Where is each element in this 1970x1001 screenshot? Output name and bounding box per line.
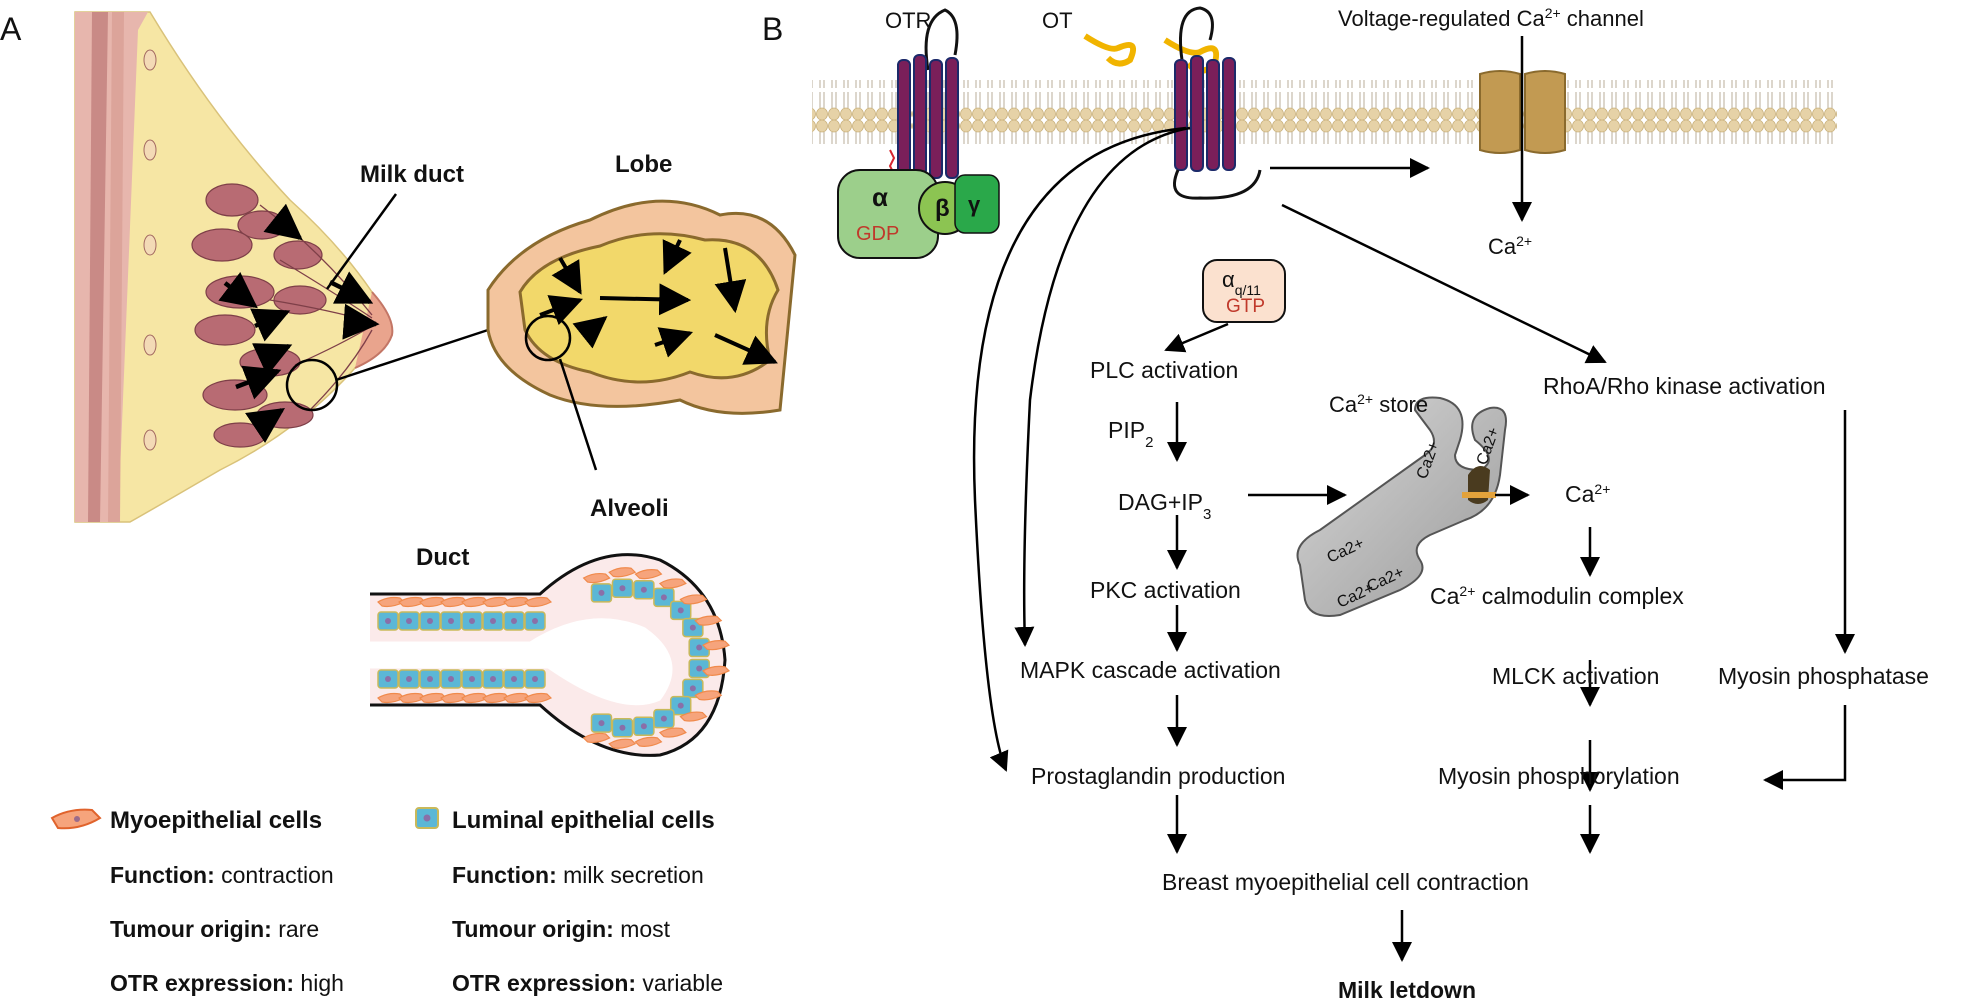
legend-myo-otr: OTR expression: high — [110, 970, 344, 996]
ca-release-label: Ca2+ — [1565, 481, 1610, 507]
g-gamma-label: γ — [968, 192, 981, 217]
mapk-cascade: MAPK cascade activation — [1020, 657, 1281, 683]
ca-store-label: Ca2+ store — [1329, 391, 1428, 417]
channel-label: Voltage-regulated Ca2+ channel — [1338, 5, 1644, 31]
legend-lum-function: Function: milk secretion — [452, 862, 704, 888]
myoepithelial-contraction: Breast myoepithelial cell contraction — [1162, 869, 1529, 895]
rhoa-activation: RhoA/Rho kinase activation — [1543, 373, 1826, 399]
lobe-illustration — [486, 199, 797, 471]
dag-ip3-label: DAG+IP3 — [1118, 489, 1211, 523]
ca-store — [1296, 396, 1507, 617]
pkc-activation: PKC activation — [1090, 577, 1241, 603]
gdp-label: GDP — [856, 223, 899, 245]
cell-membrane — [812, 80, 1837, 144]
lobe-label: Lobe — [615, 151, 672, 178]
panel-a-label: A — [0, 11, 22, 47]
duct-illustration — [370, 553, 731, 757]
otr-receptor-bound — [1173, 6, 1262, 200]
gq-label: αq/11 — [1222, 267, 1261, 298]
voltage-ca-channel — [1479, 70, 1566, 154]
calmodulin-complex: Ca2+ calmodulin complex — [1430, 583, 1684, 609]
g-beta-label: β — [935, 195, 950, 222]
milk-duct-label: Milk duct — [360, 161, 464, 188]
breast-illustration — [74, 11, 489, 523]
ot-label: OT — [1042, 8, 1073, 33]
myosin-phosphorylation: Myosin phosphorylation — [1438, 763, 1680, 789]
gq-gtp-box — [1202, 259, 1286, 323]
legend-myo-tumour: Tumour origin: rare — [110, 916, 319, 942]
legend-lum-title: Luminal epithelial cells — [452, 807, 715, 834]
otr-receptor — [888, 8, 959, 179]
legend-luminal-swatch — [415, 807, 439, 829]
alveoli-label: Alveoli — [590, 495, 669, 522]
pip2-label: PIP2 — [1108, 417, 1153, 451]
ca-influx-label: Ca2+ — [1488, 233, 1532, 259]
g-protein-complex — [837, 169, 1000, 259]
duct-label: Duct — [416, 544, 469, 571]
prostaglandin-production: Prostaglandin production — [1031, 763, 1285, 789]
panel-b-label: B — [762, 11, 783, 47]
ip3-receptor-channel — [1462, 466, 1496, 504]
milk-letdown: Milk letdown — [1338, 977, 1476, 1001]
legend-lum-otr: OTR expression: variable — [452, 970, 723, 996]
legend-lum-tumour: Tumour origin: most — [452, 916, 671, 942]
pathway-arrows — [972, 126, 1855, 962]
mlck-activation: MLCK activation — [1492, 663, 1659, 689]
myosin-phosphatase: Myosin phosphatase — [1718, 663, 1929, 689]
legend-myo-function: Function: contraction — [110, 862, 334, 888]
legend-myoepithelial-swatch — [50, 808, 102, 830]
g-alpha-label: α — [872, 182, 888, 212]
legend-myo-title: Myoepithelial cells — [110, 807, 322, 834]
otr-label: OTR — [885, 8, 931, 33]
plc-activation: PLC activation — [1090, 357, 1238, 383]
gtp-label: GTP — [1226, 296, 1265, 317]
